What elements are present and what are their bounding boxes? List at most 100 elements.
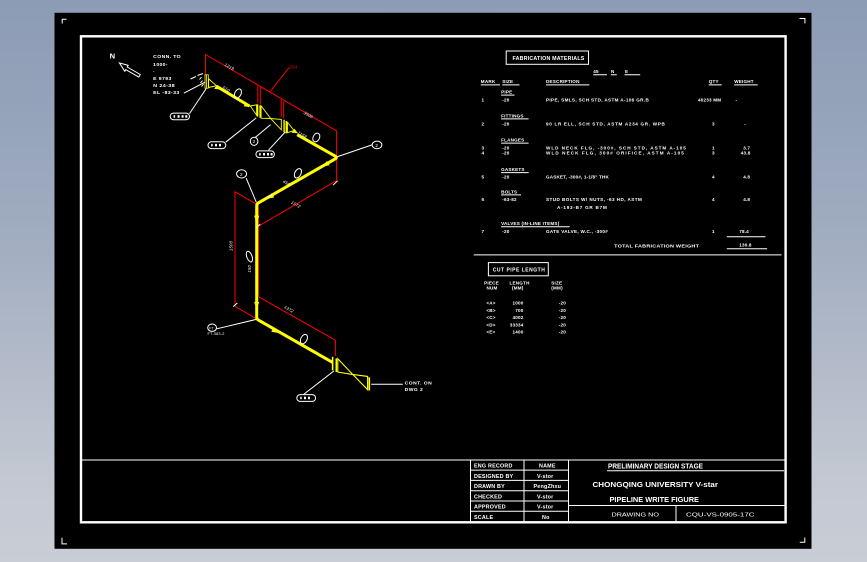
svg-text:-20: -20 <box>559 300 566 305</box>
svg-text:FT: FT <box>209 327 214 331</box>
svg-text:No: No <box>542 515 550 521</box>
svg-text:WEIGHT: WEIGHT <box>734 79 754 84</box>
svg-text:CHONGQING UNIVERSITY V-star: CHONGQING UNIVERSITY V-star <box>593 480 719 489</box>
svg-text:FITTINGS: FITTINGS <box>501 113 524 118</box>
svg-text:2: 2 <box>240 172 243 177</box>
svg-text:NAME: NAME <box>539 464 556 470</box>
svg-text:-20: -20 <box>559 329 566 334</box>
svg-text:78.4: 78.4 <box>739 229 749 234</box>
svg-text:N: N <box>110 51 115 60</box>
svg-text:4: 4 <box>482 150 485 155</box>
svg-text:PengZhxu: PengZhxu <box>534 484 562 490</box>
svg-text:SCALE: SCALE <box>474 515 493 521</box>
svg-text:QTY: QTY <box>709 79 719 84</box>
svg-text:2: 2 <box>375 143 378 148</box>
svg-text:610: 610 <box>222 85 231 93</box>
svg-text:GASKETS: GASKETS <box>501 167 525 172</box>
svg-text:DESIGNED BY: DESIGNED BY <box>474 474 514 480</box>
svg-text:1: 1 <box>712 229 715 234</box>
svg-text:1000-: 1000- <box>153 62 168 67</box>
svg-text:.: . <box>153 68 155 73</box>
svg-text:E: E <box>625 69 628 74</box>
svg-text:3: 3 <box>712 121 715 126</box>
svg-text:-20: -20 <box>502 121 509 126</box>
svg-text:<A>: <A> <box>486 300 495 305</box>
svg-text:-20: -20 <box>559 323 566 328</box>
svg-text:-20: -20 <box>502 145 509 150</box>
svg-text:V-stor: V-stor <box>537 474 554 480</box>
svg-text:FABRICATION MATERIALS: FABRICATION MATERIALS <box>513 56 585 62</box>
svg-text:PIPELINE WRITE FIGURE: PIPELINE WRITE FIGURE <box>610 495 700 504</box>
svg-text:<E>: <E> <box>486 329 495 334</box>
svg-text:4.8: 4.8 <box>743 175 750 180</box>
svg-text:204: 204 <box>289 64 298 70</box>
svg-text:1400: 1400 <box>512 329 523 334</box>
svg-text:-63-82: -63-82 <box>502 197 517 202</box>
svg-text:-20: -20 <box>559 308 566 313</box>
svg-text:SIZE: SIZE <box>502 79 513 84</box>
svg-text:4.8: 4.8 <box>743 197 750 202</box>
svg-text:40233 MM: 40233 MM <box>698 97 721 102</box>
svg-text:N 24-38: N 24-38 <box>153 83 175 88</box>
svg-text:V-stor: V-stor <box>537 505 554 511</box>
svg-text:-20: -20 <box>502 97 509 102</box>
svg-text:1000: 1000 <box>512 300 523 305</box>
svg-text:V-stor: V-stor <box>537 494 554 500</box>
svg-text:<C>: <C> <box>486 315 495 320</box>
svg-text:DRAWN BY: DRAWN BY <box>474 484 505 490</box>
svg-text:4: 4 <box>712 175 715 180</box>
svg-text:-20: -20 <box>502 150 509 155</box>
svg-text:MARK: MARK <box>481 79 496 84</box>
svg-text:PIPE: PIPE <box>501 90 512 95</box>
svg-text:E 9793: E 9793 <box>153 76 172 81</box>
svg-text:NUM: NUM <box>487 285 498 290</box>
svg-text:3: 3 <box>712 150 715 155</box>
svg-text:(MM): (MM) <box>551 285 563 290</box>
svg-text:33334: 33334 <box>510 323 524 328</box>
svg-text:43.8: 43.8 <box>741 150 751 155</box>
svg-text:CQU-VS-0905-17C: CQU-VS-0905-17C <box>686 513 755 519</box>
svg-text:EL -83-33: EL -83-33 <box>153 90 180 95</box>
svg-text:2: 2 <box>482 121 485 126</box>
svg-text:7: 7 <box>482 229 485 234</box>
svg-text:TOTAL FABRICATION WEIGHT: TOTAL FABRICATION WEIGHT <box>614 243 699 248</box>
svg-text:WLD NECK FLG, -300#, SCH STD,: WLD NECK FLG, -300#, SCH STD, ASTM A-105 <box>546 145 686 150</box>
svg-text:GASKET, -300#, 1-1/8" THK: GASKET, -300#, 1-1/8" THK <box>546 175 609 180</box>
svg-text:45: 45 <box>593 69 599 74</box>
svg-text:CUT PIPE LENGTH: CUT PIPE LENGTH <box>493 268 546 274</box>
svg-text:150: 150 <box>247 264 252 272</box>
svg-text:1500: 1500 <box>228 240 233 251</box>
svg-text:VALVES (IN-LINE ITEMS): VALVES (IN-LINE ITEMS) <box>501 221 560 226</box>
svg-text:700: 700 <box>515 308 524 313</box>
svg-text:DESCRIPTION: DESCRIPTION <box>546 79 580 84</box>
svg-text:-20: -20 <box>559 315 566 320</box>
svg-text:SIZE: SIZE <box>551 280 562 285</box>
svg-text:GATE VALVE, W.C., -300#: GATE VALVE, W.C., -300# <box>546 229 608 234</box>
svg-text:DRAWING NO: DRAWING NO <box>612 513 660 519</box>
svg-text:<D>: <D> <box>486 323 495 328</box>
svg-text:A-193-B7 GR B7M: A-193-B7 GR B7M <box>557 205 607 210</box>
svg-text:5: 5 <box>482 175 485 180</box>
svg-text:LENGTH: LENGTH <box>510 280 531 285</box>
svg-text:CHECKED: CHECKED <box>474 494 502 500</box>
svg-text:3.7: 3.7 <box>743 145 750 150</box>
svg-text:1: 1 <box>712 145 715 150</box>
svg-text:N: N <box>611 69 615 74</box>
svg-text:CONT. ON: CONT. ON <box>405 380 433 385</box>
svg-text:6: 6 <box>482 197 485 202</box>
svg-text:-: - <box>736 97 738 102</box>
svg-text:FLANGES: FLANGES <box>501 138 524 143</box>
svg-text:130.8: 130.8 <box>739 242 752 247</box>
svg-text:3: 3 <box>482 145 485 150</box>
svg-text:ENG RECORD: ENG RECORD <box>474 464 513 470</box>
svg-text:4002: 4002 <box>512 315 523 320</box>
svg-text:-20: -20 <box>502 175 509 180</box>
svg-text:FT-383-2: FT-383-2 <box>208 332 225 336</box>
svg-text:PIECE: PIECE <box>484 280 499 285</box>
svg-text:1219: 1219 <box>224 62 236 72</box>
svg-text:1: 1 <box>482 97 485 102</box>
svg-text:-: - <box>744 121 746 126</box>
svg-text:450: 450 <box>282 179 291 187</box>
svg-text:1168: 1168 <box>297 130 308 139</box>
svg-text:WLD NECK FLG, 300# ORIFICE, AS: WLD NECK FLG, 300# ORIFICE, ASTM A-105 <box>546 150 684 155</box>
